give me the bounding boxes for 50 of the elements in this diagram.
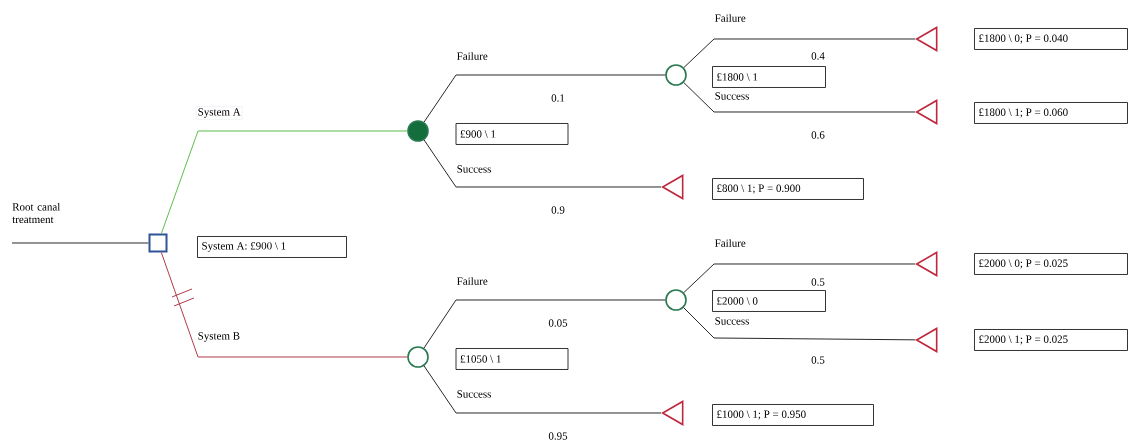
branch-label: Success (455, 163, 493, 175)
branch-line (423, 365, 662, 414)
terminal-triangle (915, 327, 938, 353)
terminal-triangle (661, 400, 684, 426)
branch-label: Failure (455, 50, 490, 62)
value-box: £1000 \ 1; P = 0.950 (712, 404, 874, 426)
value-box: System A: £900 \ 1 (197, 236, 347, 258)
value-box: £2000 \ 0 (712, 290, 826, 312)
chance-circle (407, 346, 429, 368)
branch-label: Failure (713, 237, 748, 249)
value-box: £1800 \ 0; P = 0.040 (974, 28, 1128, 50)
branch-label: Failure (713, 12, 748, 24)
value-box: £1800 \ 1; P = 0.060 (974, 102, 1128, 124)
branch-line (160, 252, 408, 358)
terminal-triangle (915, 26, 938, 52)
branch-label: Success (713, 315, 751, 327)
chance-circle (665, 64, 687, 86)
branch-line (423, 299, 666, 349)
probability-label: 0.05 (547, 318, 569, 328)
branch-line (423, 139, 662, 188)
branch-line (683, 307, 916, 341)
branch-label: Success (713, 90, 751, 102)
branch-line (160, 130, 408, 234)
branch-line (423, 74, 666, 123)
branch-line (11, 242, 149, 244)
branch-label: System A (196, 106, 243, 120)
branch-label: System B (196, 330, 242, 344)
probability-label: 0.1 (550, 93, 566, 103)
probability-label: 0.9 (550, 205, 566, 215)
probability-label: 0.6 (810, 130, 826, 140)
value-box: £900 \ 1 (455, 123, 569, 145)
terminal-triangle (661, 174, 684, 200)
filled-chance-circle (407, 120, 429, 142)
probability-label: 0.95 (547, 431, 569, 441)
probability-label: 0.5 (810, 355, 826, 365)
branch-label: Success (455, 388, 493, 400)
root-label: Root canal treatment (12, 202, 61, 224)
branch-line (683, 263, 916, 294)
value-box: £800 \ 1; P = 0.900 (712, 178, 864, 200)
branch-line (683, 82, 916, 113)
chance-circle (665, 289, 687, 311)
decision-square (148, 233, 168, 253)
value-box: £2000 \ 1; P = 0.025 (974, 329, 1128, 351)
terminal-triangle (915, 99, 938, 125)
terminal-triangle (915, 251, 938, 277)
branch-line (683, 38, 916, 69)
value-box: £1800 \ 1 (712, 66, 826, 88)
value-box: £1050 \ 1 (455, 348, 569, 370)
value-box: £2000 \ 0; P = 0.025 (974, 253, 1128, 275)
branch-label: Failure (455, 275, 490, 287)
